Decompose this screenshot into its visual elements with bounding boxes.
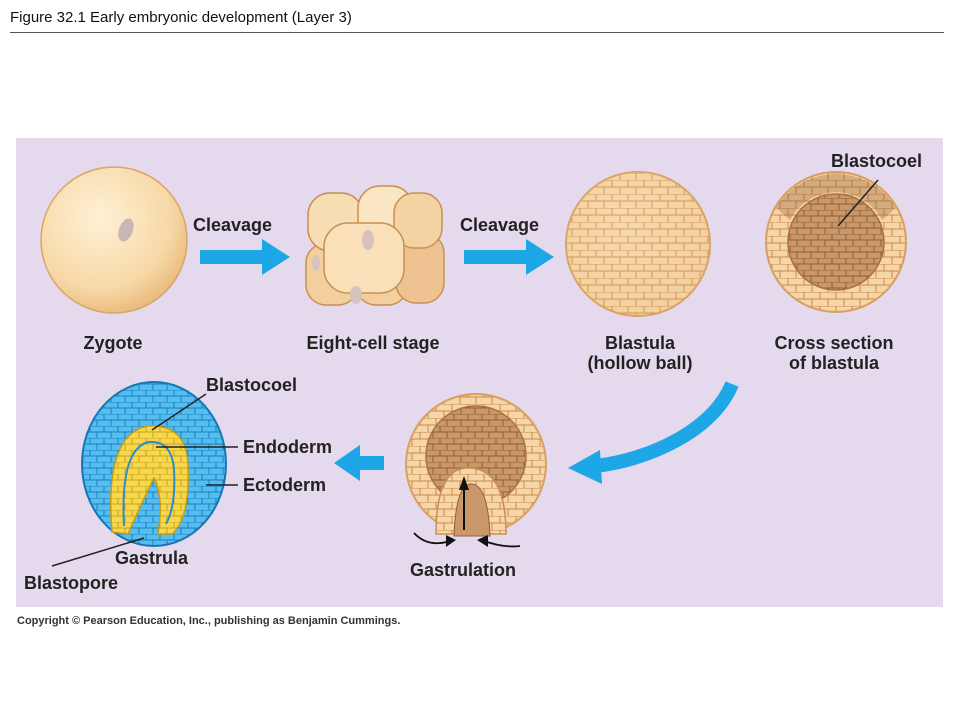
zygote-cell: [40, 166, 188, 314]
cleavage-arrow-1: [200, 239, 290, 275]
blastula-label-line2: (hollow ball): [587, 353, 693, 373]
gastrula-arrow: [334, 445, 384, 481]
gastrulation-embryo: [405, 393, 547, 537]
blastopore-pointer: [51, 537, 145, 567]
title-rule: [10, 32, 944, 33]
cleavage-label-1: Cleavage: [193, 215, 273, 235]
gastrulation-curved-arrow: [595, 381, 739, 473]
gastrulation-label: Gastrulation: [409, 560, 517, 580]
blastocoel-label-bottom: Blastocoel: [206, 375, 298, 395]
figure-title: Figure 32.1 Early embryonic development …: [10, 9, 352, 26]
blastula-label-line1: Blastula: [604, 333, 676, 353]
blastocoel-label-top: Blastocoel: [831, 151, 923, 171]
involution-arrow-right: [483, 540, 521, 548]
blastocoel-pointer-bottom: [151, 393, 207, 431]
blastocoel-pointer-top: [837, 179, 879, 227]
cleavage-arrow-2: [464, 239, 554, 275]
eight-cell-label: Eight-cell stage: [306, 333, 440, 353]
copyright-notice: Copyright © Pearson Education, Inc., pub…: [17, 615, 401, 627]
embryo-illustration: [40, 166, 907, 567]
blastula-cross-section: [765, 171, 907, 313]
blastopore-label: Blastopore: [24, 573, 119, 593]
blastula-ball: [565, 171, 711, 317]
endoderm-label: Endoderm: [243, 437, 333, 457]
gastrula-label: Gastrula: [115, 548, 189, 568]
ectoderm-label: Ectoderm: [243, 475, 327, 495]
cross-section-label-line1: Cross section: [774, 333, 894, 353]
eight-cell-embryo: [305, 185, 445, 306]
zygote-label: Zygote: [83, 333, 143, 353]
cross-section-label-line2: of blastula: [788, 353, 880, 373]
cleavage-label-2: Cleavage: [460, 215, 540, 235]
gastrula-embryo: [81, 381, 227, 547]
